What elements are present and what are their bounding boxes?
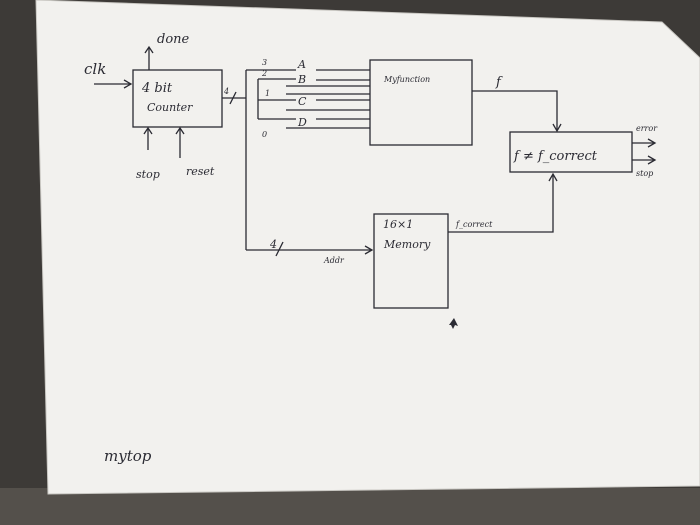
- addr-width-slash: [275, 241, 284, 257]
- reset-arrowhead: [175, 126, 185, 135]
- stop-arrowhead: [143, 126, 153, 135]
- signal-c-label: C: [298, 95, 307, 108]
- module-name-label: mytop: [104, 447, 152, 465]
- function-label: Myfunction: [383, 75, 430, 84]
- reset-label: reset: [186, 165, 215, 178]
- stop-label: stop: [136, 168, 160, 181]
- error-label: error: [636, 124, 658, 133]
- canvas-border: [35, 0, 700, 495]
- f-correct-label: f_correct: [455, 220, 493, 229]
- clk-arrowhead: [123, 79, 133, 89]
- f-correct-wire: [448, 175, 554, 233]
- addr-width-label: 4: [269, 238, 277, 251]
- comparator-label: f ≠ f_correct: [513, 149, 598, 164]
- f-arrowhead: [552, 123, 562, 133]
- stop-input: stop: [136, 126, 160, 181]
- clk-label: clk: [84, 60, 106, 78]
- done-label: done: [157, 32, 190, 47]
- f-wire: [472, 90, 558, 130]
- bit-index-2: 2: [261, 69, 267, 78]
- signal-a-label: A: [297, 58, 306, 71]
- stop-out-arrowhead: [647, 155, 657, 165]
- bit-index-1: 1: [265, 89, 270, 98]
- counter-block: 4 bit Counter: [132, 69, 223, 128]
- cursor-icon: [449, 318, 458, 329]
- function-input-wires: [286, 69, 370, 129]
- done-output: done: [144, 32, 190, 70]
- function-block: Myfunction f: [369, 59, 562, 146]
- address-path: 4 Addr: [246, 238, 374, 265]
- addr-label: Addr: [323, 256, 345, 265]
- bus-width-label: 4: [223, 87, 229, 96]
- f-correct-arrowhead: [548, 172, 558, 182]
- memory-label-line1: 16×1: [383, 218, 413, 231]
- comparator-block: f ≠ f_correct error stop: [509, 124, 658, 178]
- addr-arrowhead: [364, 245, 374, 255]
- function-box: [369, 59, 473, 146]
- signal-d-label: D: [297, 116, 307, 129]
- comparator-box: [509, 131, 633, 173]
- counter-label-line1: 4 bit: [141, 81, 173, 96]
- stop-out-label: stop: [636, 169, 653, 178]
- reset-input: reset: [175, 126, 215, 178]
- f-label: f: [495, 75, 503, 90]
- memory-box: [373, 213, 449, 309]
- bit-split: 3 2 1 0 A B C D: [246, 58, 307, 139]
- clock-input: clk: [84, 60, 133, 89]
- memory-block: 16×1 Memory f_correct: [373, 172, 558, 309]
- bit-index-3: 3: [262, 58, 267, 67]
- signal-b-label: B: [297, 73, 306, 86]
- done-arrowhead: [144, 45, 154, 54]
- memory-label-line2: Memory: [383, 238, 431, 251]
- desk-edge: [0, 488, 700, 525]
- bus-width-slash: [229, 91, 237, 105]
- counter-label-line2: Counter: [147, 101, 193, 114]
- counter-output-bus: 4: [222, 70, 247, 250]
- bit-index-0: 0: [262, 130, 267, 139]
- error-arrowhead: [647, 138, 657, 148]
